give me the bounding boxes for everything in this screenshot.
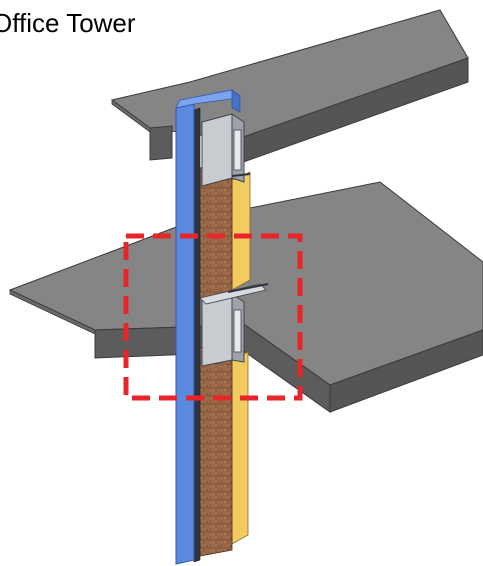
brick-wall-lower bbox=[199, 341, 233, 557]
cladding-top-return bbox=[231, 89, 241, 113]
upper-floor-slab bbox=[110, 9, 469, 166]
lower-slab-front-face bbox=[94, 324, 331, 413]
upper-bracket-face bbox=[201, 113, 233, 187]
blue-cladding-panel bbox=[175, 89, 241, 565]
lower-bracket-face bbox=[201, 293, 233, 367]
cladding-face bbox=[175, 103, 195, 565]
diagram-title: Office Tower bbox=[0, 8, 136, 38]
highlight-box bbox=[123, 233, 303, 401]
lower-floor-slab bbox=[8, 181, 483, 413]
insulation-upper bbox=[231, 171, 251, 291]
mullion-profile bbox=[193, 107, 201, 563]
upper-slab-left-face bbox=[149, 125, 173, 161]
upper-bracket-anchor bbox=[231, 173, 251, 177]
lower-slab-left-lip bbox=[9, 289, 96, 335]
upper-bracket bbox=[201, 113, 251, 187]
insulation-lower bbox=[231, 351, 249, 545]
lower-bracket-channel bbox=[233, 309, 242, 353]
lower-bracket-anchor bbox=[227, 283, 269, 293]
upper-bracket-channel bbox=[233, 129, 242, 171]
upper-slab-front-lip bbox=[111, 99, 151, 133]
lower-bracket bbox=[199, 283, 269, 367]
